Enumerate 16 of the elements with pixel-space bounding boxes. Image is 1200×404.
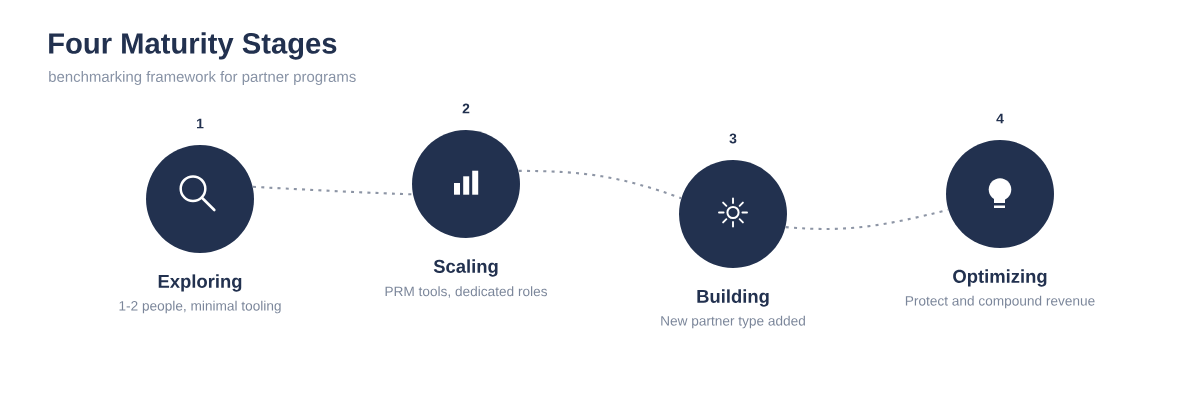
- stage-title: Building: [697, 289, 769, 307]
- step-number: 2: [462, 103, 470, 114]
- stage-title: Exploring: [158, 274, 242, 292]
- step-number: 4: [996, 113, 1004, 124]
- dotted-connector: [518, 169, 682, 200]
- stage-title: Scaling: [433, 259, 498, 277]
- stage-title: Optimizing: [953, 269, 1047, 287]
- stage-description: PRM tools, dedicated roles: [385, 286, 548, 298]
- subtitle: benchmarking framework for partner programs: [49, 71, 356, 85]
- step-number: 3: [729, 133, 737, 144]
- stage-description: New partner type added: [661, 315, 805, 329]
- stage-description: Protect and compound revenue: [905, 295, 1095, 309]
- title: Four Maturity Stages: [49, 32, 337, 60]
- step-number: 1: [197, 118, 204, 129]
- dotted-connector: [252, 185, 413, 196]
- stage-description: 1-2 people, minimal tooling: [119, 300, 281, 314]
